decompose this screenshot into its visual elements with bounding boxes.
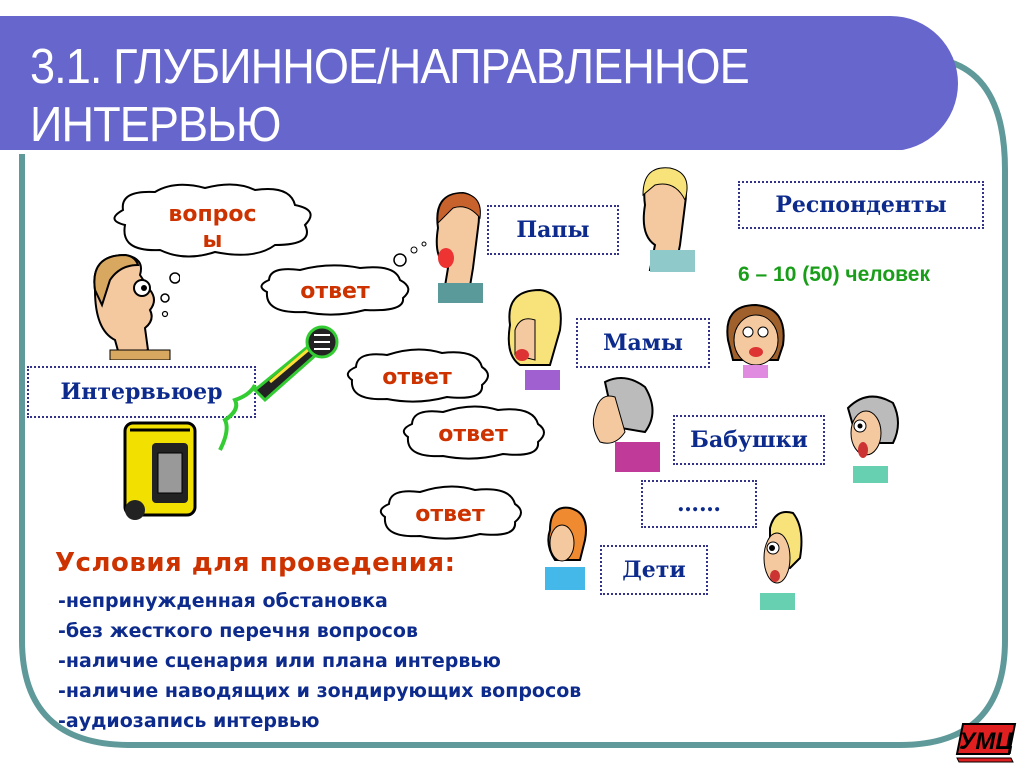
group-label-more: …… <box>641 480 757 528</box>
title-line-2: ИНТЕРВЬЮ <box>30 98 281 152</box>
group-label-fathers: Папы <box>487 205 619 255</box>
condition-item: -наличие наводящих и зондирующих вопросо… <box>58 680 582 702</box>
grandmother-figure-icon <box>592 377 660 472</box>
answer-cloud-1: ответ <box>255 262 415 317</box>
question-cloud: вопрос ы <box>105 180 320 260</box>
cassette-player-icon <box>123 421 197 520</box>
answer-cloud-4: ответ <box>375 482 525 542</box>
thought-cloud-icon <box>402 405 545 460</box>
answer-text: ответ <box>438 422 508 447</box>
conditions-title: Условия для проведения: <box>55 548 456 578</box>
thought-bubbles-icon <box>393 241 427 267</box>
mother-figure-icon <box>507 288 562 390</box>
father-figure-icon <box>435 191 483 303</box>
interviewer-figure-icon <box>93 253 171 360</box>
group-label-grandmothers: Бабушки <box>673 415 825 465</box>
condition-item: -аудиозапись интервью <box>58 710 320 732</box>
thought-cloud-icon <box>113 183 312 258</box>
thought-cloud-icon <box>346 348 489 403</box>
group-label-children: Дети <box>600 545 708 595</box>
condition-item: -без жесткого перечня вопросов <box>58 620 418 642</box>
title-line-1: 3.1. ГЛУБИННОЕ/НАПРАВЛЕННОЕ <box>30 40 750 94</box>
answer-text: ответ <box>382 365 452 390</box>
father-figure-icon <box>642 167 695 272</box>
answer-cloud-2: ответ <box>342 345 492 405</box>
answer-cloud-3: ответ <box>398 402 548 462</box>
question-text-line1: вопрос <box>168 202 257 227</box>
condition-item: -наличие сценария или плана интервью <box>58 650 501 672</box>
interviewer-label: Интервьюер <box>27 366 256 418</box>
title-banner: 3.1. ГЛУБИННОЕ/НАПРАВЛЕННОЕ ИНТЕРВЬЮ <box>0 16 958 154</box>
child-figure-icon <box>545 506 587 590</box>
respondents-header: Респонденты <box>738 181 984 229</box>
page-title: 3.1. ГЛУБИННОЕ/НАПРАВЛЕННОЕ ИНТЕРВЬЮ <box>30 38 750 154</box>
thought-cloud-icon <box>260 264 410 316</box>
thought-bubbles-icon <box>160 272 180 318</box>
umc-logo-icon: УМЦ <box>955 723 1017 763</box>
condition-item: -непринужденная обстановка <box>58 590 388 612</box>
answer-text: ответ <box>300 279 370 304</box>
thought-cloud-icon <box>379 485 522 540</box>
microphone-icon <box>218 325 339 451</box>
child-figure-icon <box>760 511 803 610</box>
answer-text: ответ <box>415 502 485 527</box>
logo-text: УМЦ <box>959 728 1013 755</box>
title-underline <box>0 150 910 154</box>
question-text-line2: ы <box>202 228 223 253</box>
grandmother-figure-icon <box>846 395 899 483</box>
respondents-count: 6 – 10 (50) человек <box>738 263 930 286</box>
group-label-mothers: Мамы <box>576 318 710 368</box>
mother-figure-icon <box>726 303 785 378</box>
